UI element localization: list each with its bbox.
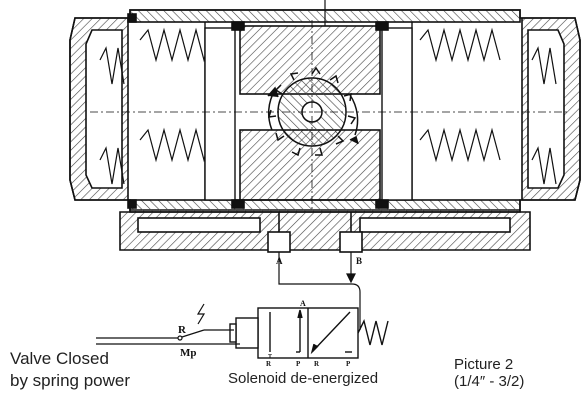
caption-valve-closed: Valve Closed by spring power bbox=[10, 348, 130, 392]
caption-picture-number: Picture 2 (1/4″ - 3/2) bbox=[454, 356, 524, 390]
caption-right-line1: Picture 2 bbox=[454, 356, 514, 373]
rotation-arrow-icon bbox=[267, 86, 359, 145]
caption-right-line2: (1/4″ - 3/2) bbox=[454, 373, 525, 390]
spring-icon bbox=[419, 27, 557, 185]
port-b-label: B bbox=[356, 256, 362, 266]
solenoid-valve bbox=[229, 307, 389, 359]
valve-port-p2-label: P bbox=[346, 360, 351, 368]
caption-left-line1: Valve Closed bbox=[10, 349, 109, 368]
valve-port-a-label: A bbox=[300, 299, 306, 308]
caption-left-line2: by spring power bbox=[10, 371, 131, 390]
valve-port-p-label: P bbox=[296, 360, 301, 368]
actuator-base bbox=[119, 211, 531, 253]
lightning-icon bbox=[196, 303, 206, 325]
spring-icon bbox=[357, 318, 389, 346]
valve-port-r2-label: R bbox=[314, 360, 320, 368]
mp-label: Mp bbox=[180, 347, 197, 359]
valve-port-t-label: T bbox=[268, 354, 272, 360]
air-line bbox=[278, 252, 361, 330]
caption-solenoid-state: Solenoid de-energized bbox=[228, 370, 379, 387]
electrical-connection bbox=[96, 303, 240, 345]
switch-r-label: R bbox=[178, 324, 187, 336]
valve-port-r-label: R bbox=[266, 360, 272, 368]
cylinder-bore bbox=[204, 22, 413, 201]
